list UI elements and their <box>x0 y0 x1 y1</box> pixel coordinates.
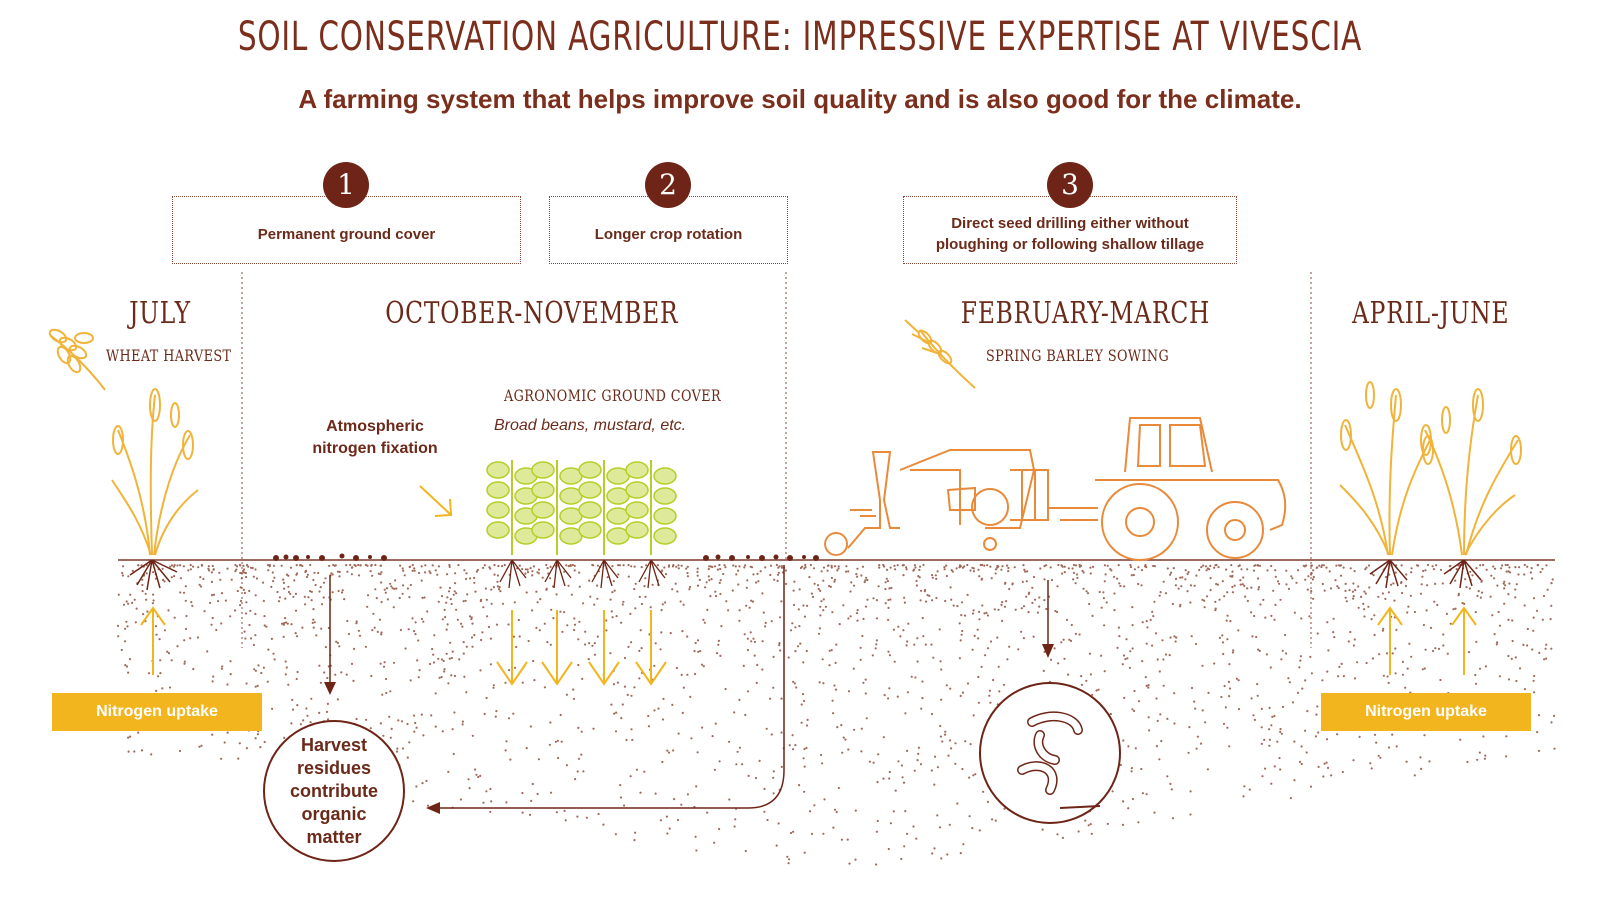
nitrogen-down-arrows <box>496 610 667 686</box>
nitrogen-fixation-label: Atmospheric nitrogen fixation <box>312 418 438 457</box>
season-july-sub: WHEAT HARVEST <box>106 346 232 365</box>
step-2-label: Longer crop rotation <box>594 225 743 243</box>
tractor-icon <box>1048 417 1287 561</box>
roots-right <box>1369 559 1482 589</box>
step-1-label: Permanent ground cover <box>257 225 436 243</box>
nitrogen-uptake-right: Nitrogen uptake <box>1321 693 1531 731</box>
season-apr-jun: APRIL-JUNE <box>1352 296 1510 331</box>
wheat-ear-icon <box>48 328 106 391</box>
seed-drill-icon <box>824 449 1049 556</box>
step-1-number: 1 <box>323 162 369 208</box>
nitrogen-uptake-left: Nitrogen uptake <box>52 693 262 731</box>
season-july: JULY <box>129 296 191 331</box>
roots-left <box>129 559 178 591</box>
step-3-number: 3 <box>1047 162 1093 208</box>
bean-plant-icon <box>531 460 583 589</box>
ground-cover-examples: Broad beans, mustard, etc. <box>494 417 687 434</box>
harvest-residues-label: Harvest residues contribute organic matt… <box>290 735 378 847</box>
barley-ear-icon <box>904 319 976 389</box>
step-3-label: Direct seed drilling either without plou… <box>935 215 1205 253</box>
fixation-arrow <box>419 485 453 517</box>
bean-plants <box>486 460 677 589</box>
harvest-residues-circle <box>263 720 405 862</box>
page-subtitle: A farming system that helps improve soil… <box>298 84 1302 114</box>
ground-cover-title: AGRONOMIC GROUND COVER <box>504 386 722 405</box>
residue-return-arrow <box>430 565 785 809</box>
wheat-plant-right-2 <box>1420 388 1522 556</box>
wheat-plant-right-1 <box>1339 381 1434 556</box>
bean-plant-icon <box>625 460 677 589</box>
residue-crumbs <box>273 553 819 561</box>
page-title: SOIL CONSERVATION AGRICULTURE: IMPRESSIV… <box>237 14 1363 60</box>
season-feb-mar-sub: SPRING BARLEY SOWING <box>986 346 1170 365</box>
season-oct-nov: OCTOBER-NOVEMBER <box>385 296 679 331</box>
bean-plant-icon <box>486 460 538 589</box>
bean-plant-icon <box>578 460 630 589</box>
step-2-number: 2 <box>645 162 691 208</box>
season-feb-mar: FEBRUARY-MARCH <box>960 296 1211 331</box>
earthworm-icon <box>979 682 1121 824</box>
uptake-arrows <box>140 606 1477 675</box>
wheat-plant-left <box>111 388 199 556</box>
